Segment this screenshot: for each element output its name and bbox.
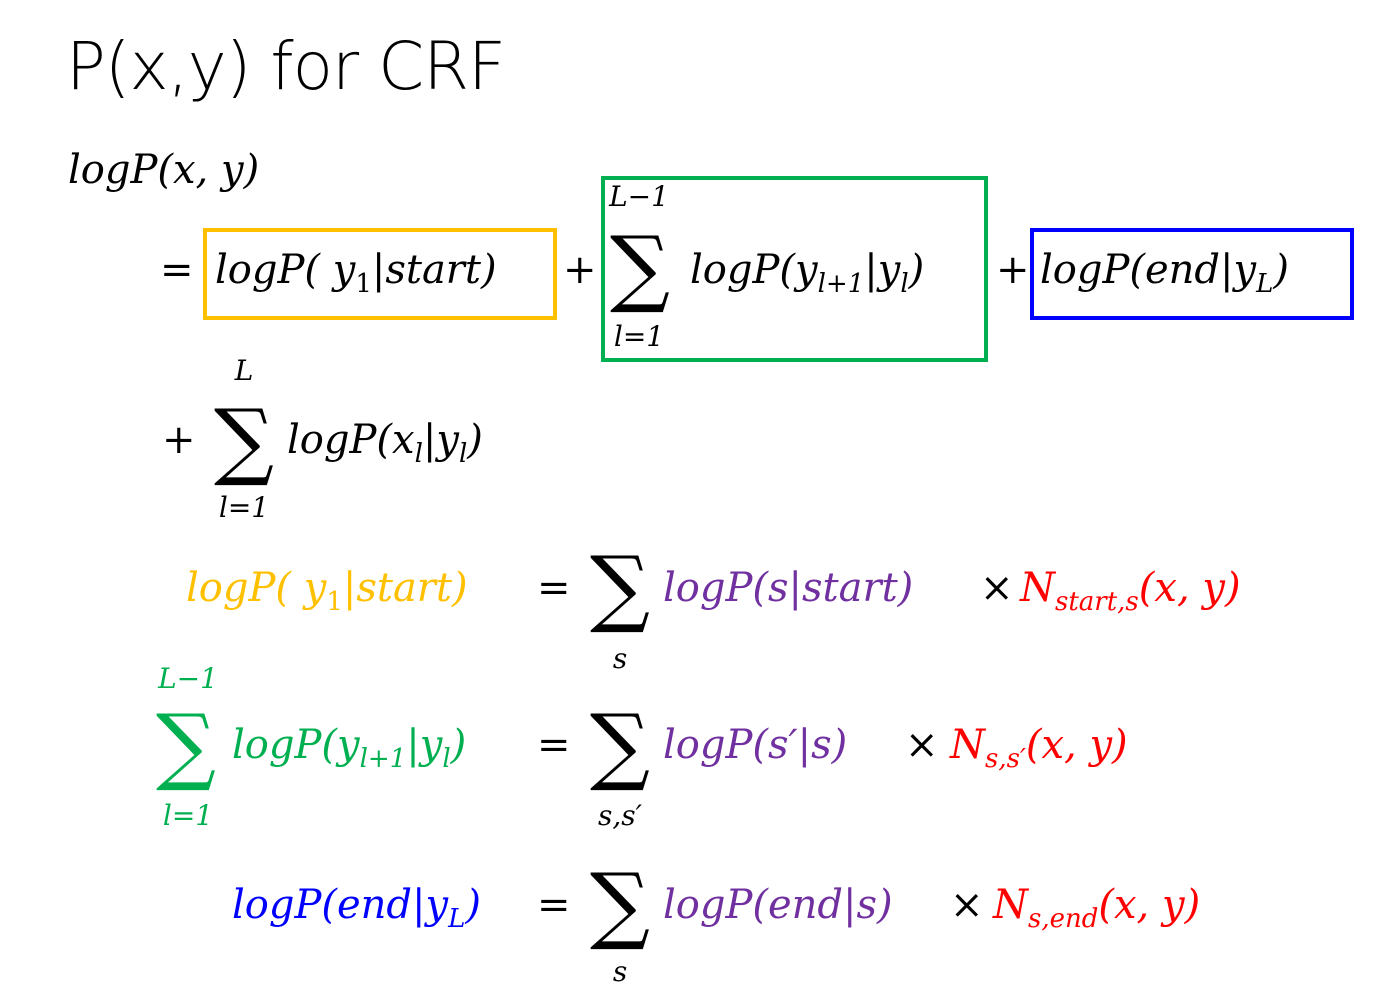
emission-term: logP(xl|yl) — [287, 417, 483, 469]
start-term-box — [203, 228, 557, 320]
start-eq-lhs: logP( y1|start) — [186, 565, 468, 617]
end-term-box — [1030, 228, 1354, 320]
end-eq-equals: = — [537, 882, 571, 928]
transition-term: logP(yl+1|yl) — [690, 247, 925, 299]
plus-sign-3: + — [162, 417, 196, 463]
transition-sum-upper: L−1 — [609, 180, 669, 213]
transition-sum-lower: l=1 — [613, 320, 665, 353]
trans-eq-sum-symbol: ∑ — [156, 696, 216, 794]
equation-equals: = — [160, 247, 194, 293]
trans-eq-lhs: logP(yl+1|yl) — [232, 722, 467, 774]
trans-eq-sum-upper: L−1 — [158, 662, 218, 695]
emission-sum-upper: L — [234, 354, 254, 387]
plus-sign-2: + — [996, 247, 1030, 293]
start-eq-param: logP(s|start) — [663, 565, 914, 611]
start-eq-sum-symbol: ∑ — [590, 538, 650, 636]
trans-eq-times: × — [905, 722, 939, 768]
start-eq-sum-lower: s — [612, 642, 628, 675]
transition-sum-symbol: ∑ — [610, 218, 670, 316]
end-eq-param: logP(end|s) — [663, 882, 893, 928]
trans-eq-count: Ns,s′(x, y) — [950, 722, 1128, 774]
equation-lhs: logP(x, y) — [68, 147, 260, 193]
trans-eq-param: logP(s′|s) — [663, 722, 848, 768]
end-eq-times: × — [950, 882, 984, 928]
plus-sign-1: + — [563, 247, 597, 293]
emission-sum-lower: l=1 — [218, 491, 270, 524]
start-eq-equals: = — [537, 565, 571, 611]
end-eq-count: Ns,end(x, y) — [993, 882, 1201, 934]
start-term: logP( y1|start) — [215, 247, 497, 299]
transition-term-box — [601, 176, 988, 362]
start-eq-count: Nstart,s(x, y) — [1020, 565, 1241, 617]
trans-eq-sum-lower: l=1 — [162, 799, 214, 832]
trans-eq-rhs-sum-lower: s,s′ — [598, 799, 642, 832]
trans-eq-equals: = — [537, 722, 571, 768]
slide-title: P(x,y) for CRF — [66, 28, 506, 105]
end-term: logP(end|yL) — [1040, 247, 1289, 299]
end-eq-sum-symbol: ∑ — [590, 855, 650, 953]
trans-eq-rhs-sum-symbol: ∑ — [590, 696, 650, 794]
emission-sum-symbol: ∑ — [214, 391, 274, 489]
end-eq-lhs: logP(end|yL) — [232, 882, 481, 934]
start-eq-times: × — [980, 565, 1014, 611]
end-eq-sum-lower: s — [612, 955, 628, 988]
